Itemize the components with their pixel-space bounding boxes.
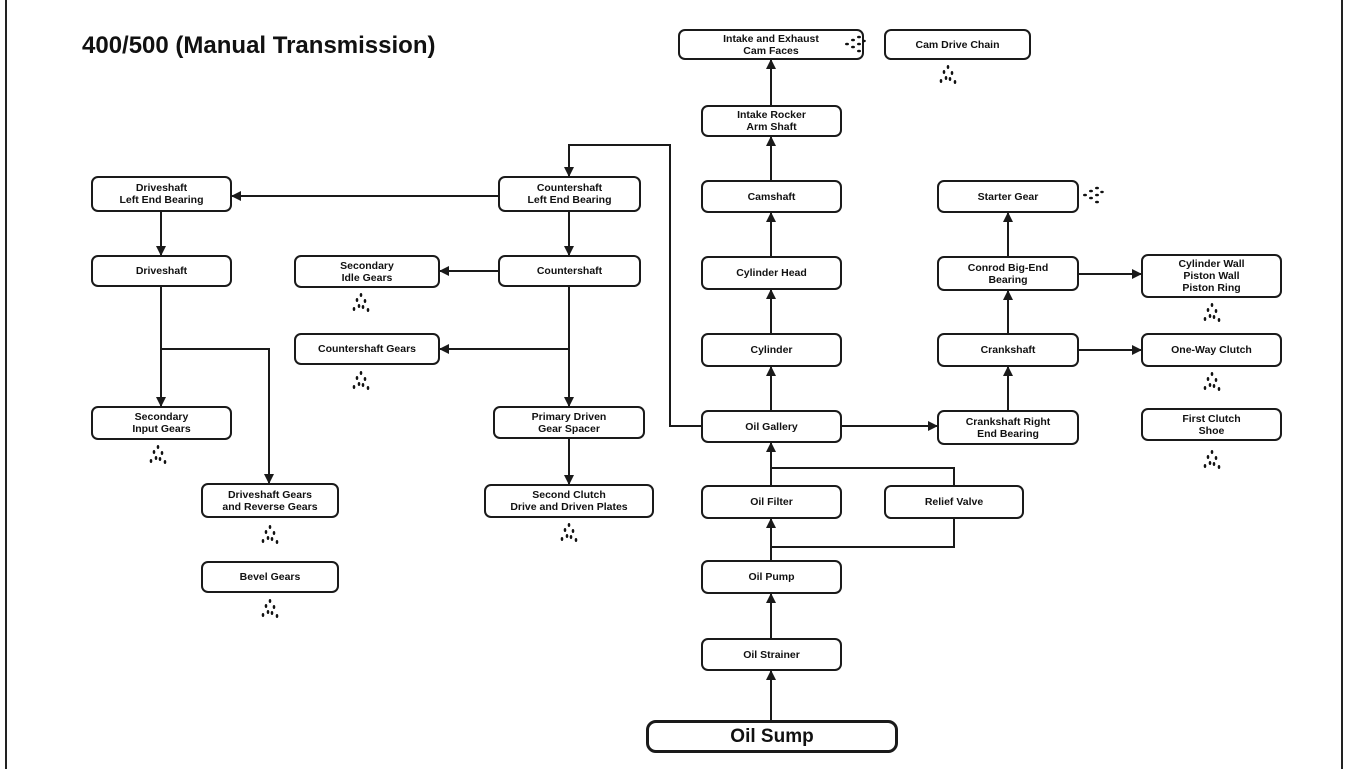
box-starter-gear: Starter Gear	[937, 180, 1079, 213]
box-cylinder: Cylinder	[701, 333, 842, 367]
box-camshaft: Camshaft	[701, 180, 842, 213]
box-oil-pump: Oil Pump	[701, 560, 842, 594]
box-crankshaft-right-end-bearing: Crankshaft Right End Bearing	[937, 410, 1079, 445]
box-oil-gallery: Oil Gallery	[701, 410, 842, 443]
oil-drip-icon	[939, 65, 957, 84]
oil-drip-icon	[1203, 372, 1221, 391]
oil-drip-icon	[560, 523, 578, 542]
box-primary-driven-gear-spacer: Primary Driven Gear Spacer	[493, 406, 645, 439]
box-conrod-big-end-bearing: Conrod Big-End Bearing	[937, 256, 1079, 291]
line-relief-to-junction	[771, 467, 955, 485]
oil-spray-icon	[845, 35, 866, 53]
line-pump-to-relief	[771, 519, 955, 548]
box-secondary-idle-gears: Secondary Idle Gears	[294, 255, 440, 288]
oil-drip-icon	[1203, 450, 1221, 469]
box-oil-strainer: Oil Strainer	[701, 638, 842, 671]
box-crankshaft: Crankshaft	[937, 333, 1079, 367]
oil-spray-icon	[1083, 186, 1104, 204]
box-bevel-gears: Bevel Gears	[201, 561, 339, 593]
oil-drip-icon	[352, 371, 370, 390]
box-cam-drive-chain: Cam Drive Chain	[884, 29, 1031, 60]
oil-drip-icon	[352, 293, 370, 312]
arrow-driveshaft-to-reverse	[161, 348, 274, 484]
box-countershaft: Countershaft	[498, 255, 641, 287]
box-driveshaft-reverse-gears: Driveshaft Gears and Reverse Gears	[201, 483, 339, 518]
box-driveshaft: Driveshaft	[91, 255, 232, 287]
box-countershaft-gears: Countershaft Gears	[294, 333, 440, 365]
arrow-gallery-to-countershaft-bearing	[564, 144, 701, 427]
oil-drip-icon	[261, 599, 279, 618]
box-cylinder-head: Cylinder Head	[701, 256, 842, 290]
box-one-way-clutch: One-Way Clutch	[1141, 333, 1282, 367]
oil-drip-icon	[149, 445, 167, 464]
box-second-clutch-plates: Second Clutch Drive and Driven Plates	[484, 484, 654, 518]
box-secondary-input-gears: Secondary Input Gears	[91, 406, 232, 440]
box-countershaft-left-end-bearing: Countershaft Left End Bearing	[498, 176, 641, 212]
box-cylinder-piston-wall-ring: Cylinder Wall Piston Wall Piston Ring	[1141, 254, 1282, 298]
box-intake-exhaust-cam-faces: Intake and Exhaust Cam Faces	[678, 29, 864, 60]
oil-drip-icon	[261, 525, 279, 544]
box-driveshaft-left-end-bearing: Driveshaft Left End Bearing	[91, 176, 232, 212]
diagram-frame	[5, 0, 1343, 769]
box-intake-rocker-arm-shaft: Intake Rocker Arm Shaft	[701, 105, 842, 137]
box-first-clutch-shoe: First Clutch Shoe	[1141, 408, 1282, 441]
box-oil-filter: Oil Filter	[701, 485, 842, 519]
diagram-title: 400/500 (Manual Transmission)	[82, 32, 436, 59]
oil-drip-icon	[1203, 303, 1221, 322]
box-relief-valve: Relief Valve	[884, 485, 1024, 519]
box-oil-sump: Oil Sump	[646, 720, 898, 753]
